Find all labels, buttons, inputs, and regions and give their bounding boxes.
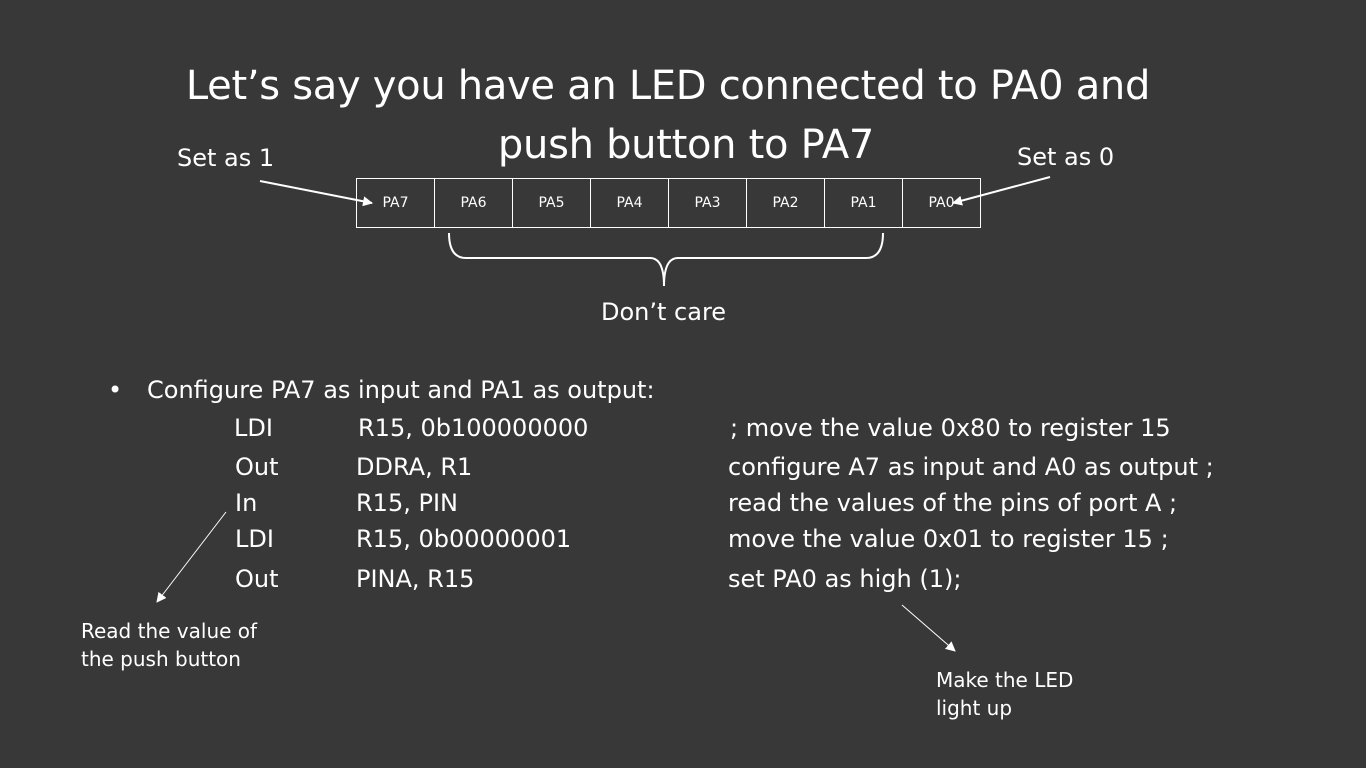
register-bit-pa0: PA0: [902, 178, 981, 228]
code-instr-5: Out: [235, 565, 279, 593]
code-instr-4: LDI: [235, 525, 274, 553]
dont-care-label: Don’t care: [601, 298, 727, 326]
port-a-register: PA7 PA6 PA5 PA4 PA3 PA2 PA1 PA0: [356, 178, 981, 228]
arrow-to-push-button-note: [156, 511, 227, 603]
dont-care-brace: [448, 232, 884, 287]
code-comment-5: set PA0 as high (1);: [728, 565, 962, 593]
arrow-to-pa7: [259, 180, 373, 207]
code-comment-4: move the value 0x01 to register 15 ;: [728, 525, 1169, 553]
led-note: Make the LED light up: [936, 668, 1074, 720]
code-operands-1: R15, 0b100000000: [358, 414, 589, 442]
code-comment-1: ; move the value 0x80 to register 15: [730, 414, 1171, 442]
set-as-1-label: Set as 1: [177, 144, 275, 172]
bullet-symbol: •: [108, 376, 123, 404]
set-as-0-label: Set as 0: [1017, 143, 1115, 171]
code-operands-4: R15, 0b00000001: [356, 525, 572, 553]
push-button-note: Read the value of the push button: [81, 619, 258, 671]
code-operands-3: R15, PIN: [356, 489, 458, 517]
code-instr-3: In: [235, 489, 258, 517]
code-operands-2: DDRA, R1: [356, 453, 473, 481]
slide-title-line-2: push button to PA7: [497, 122, 875, 168]
bullet-text: Configure PA7 as input and PA1 as output…: [147, 376, 655, 404]
code-instr-2: Out: [235, 453, 279, 481]
code-comment-3: read the values of the pins of port A ;: [728, 489, 1178, 517]
arrow-to-led-note: [901, 604, 956, 652]
code-operands-5: PINA, R15: [356, 565, 475, 593]
code-instr-1: LDI: [234, 414, 273, 442]
code-comment-2: configure A7 as input and A0 as output ;: [728, 453, 1214, 481]
arrow-to-pa0: [952, 176, 1051, 206]
slide-title-line-1: Let’s say you have an LED connected to P…: [185, 63, 1151, 109]
